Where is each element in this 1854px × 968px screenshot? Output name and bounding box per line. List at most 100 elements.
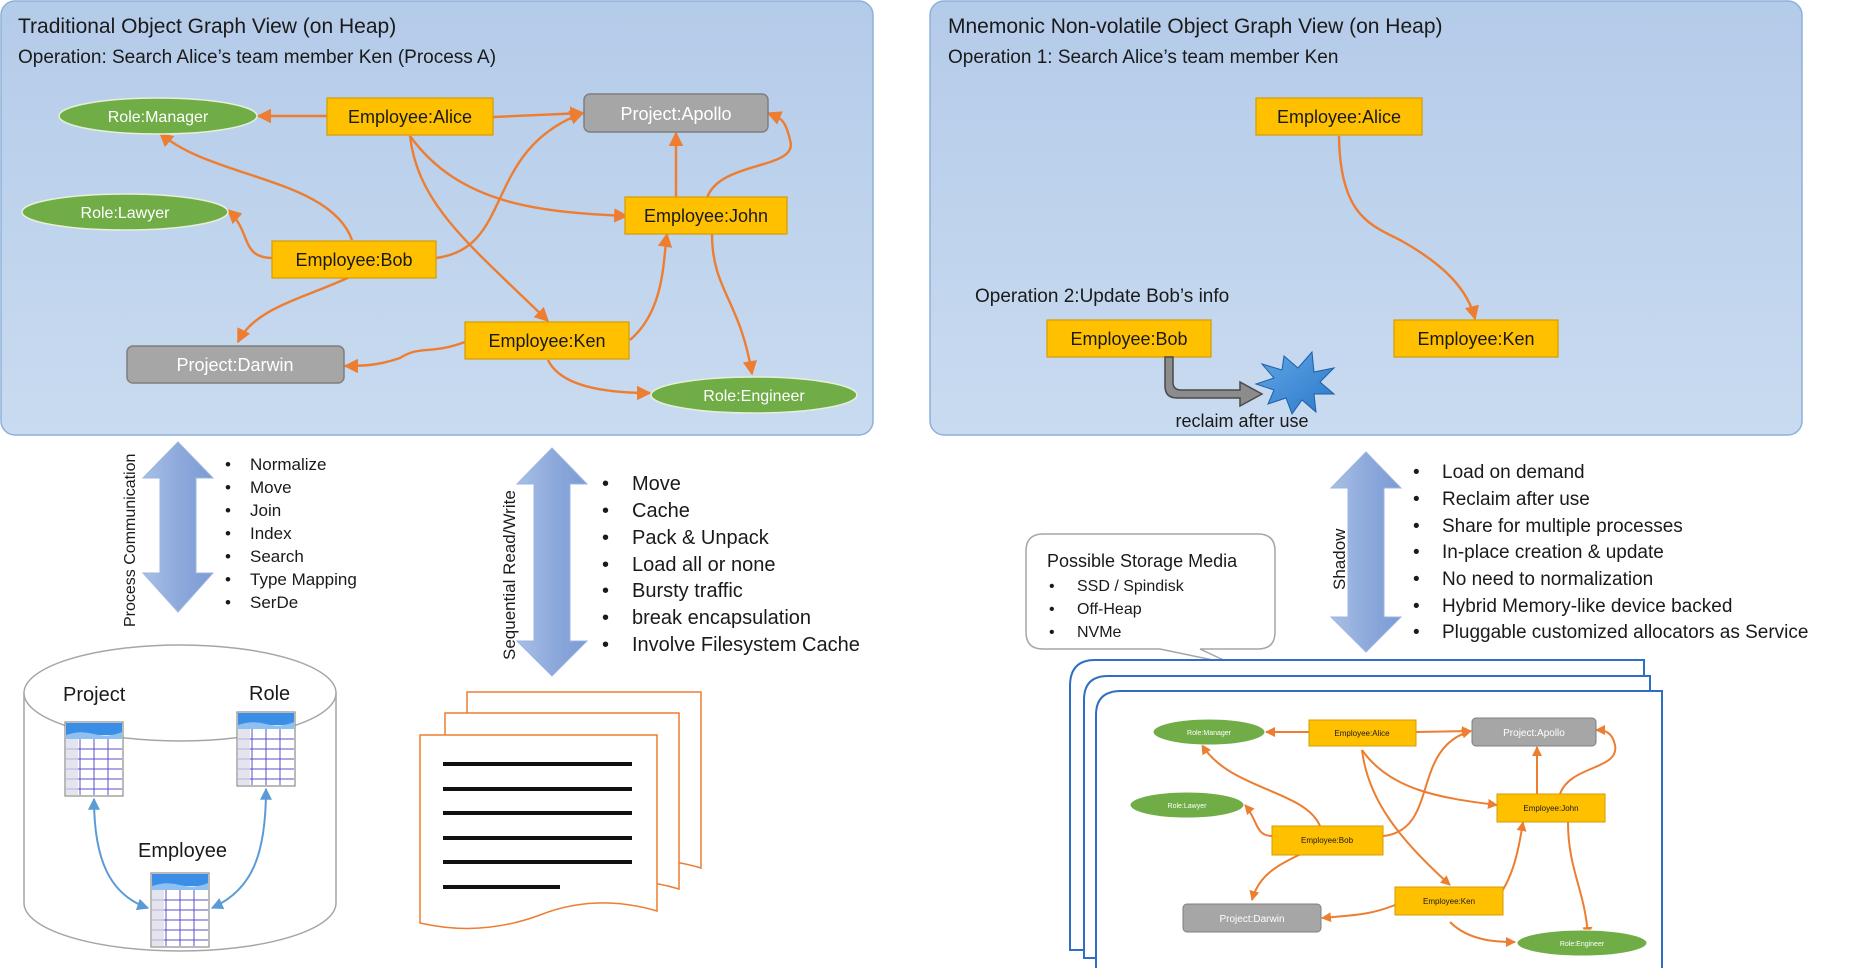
pc-item: Search	[250, 547, 304, 566]
svg-text:Project:Apollo: Project:Apollo	[620, 104, 731, 124]
node-project-apollo: Project:Apollo	[583, 93, 769, 133]
process-comm-arrow	[141, 441, 215, 613]
right-panel-subtitle: Operation 1: Search Alice’s team member …	[948, 47, 1338, 68]
db-employee-label: Employee	[138, 840, 227, 862]
edge-alice-apollo	[492, 106, 585, 121]
db-project-label: Project	[63, 684, 126, 706]
srw-item: Cache	[632, 500, 690, 522]
svg-text:•: •	[225, 478, 231, 497]
svg-text:Role:Lawyer: Role:Lawyer	[81, 205, 171, 222]
node-employee-alice: Employee:Alice	[326, 97, 494, 136]
svg-text:•: •	[1049, 624, 1055, 641]
mini-graph-edges	[1201, 725, 1617, 947]
edge-bob-manager	[158, 132, 354, 241]
shadow-arrow	[1329, 451, 1403, 653]
reclaim-label: reclaim after use	[1175, 411, 1308, 431]
left-panel-subtitle: Operation: Search Alice’s team member Ke…	[18, 47, 496, 68]
svg-text:Employee:Ken: Employee:Ken	[1423, 897, 1475, 906]
svg-text:Employee:Ken: Employee:Ken	[488, 331, 605, 351]
svg-text:•: •	[225, 547, 231, 566]
document-stack	[419, 691, 702, 930]
mini-role-lawyer: Role:Lawyer	[1129, 791, 1245, 819]
node-employee-ken: Employee:Ken	[464, 321, 630, 360]
svg-text:Employee:John: Employee:John	[1523, 804, 1578, 813]
table-icon-employee	[150, 872, 210, 948]
svg-text:Employee:Alice: Employee:Alice	[348, 107, 472, 127]
svg-text:•: •	[225, 593, 231, 612]
svg-text:Employee:Alice: Employee:Alice	[1277, 107, 1401, 127]
svg-text:•: •	[602, 473, 609, 495]
mini-employee-alice: Employee:Alice	[1308, 719, 1417, 747]
document-lines	[443, 762, 632, 889]
svg-text:Project:Apollo: Project:Apollo	[1503, 728, 1565, 739]
srw-item: Bursty traffic	[632, 580, 743, 602]
svg-text:Role:Engineer: Role:Engineer	[1560, 941, 1605, 948]
pc-item: Type Mapping	[250, 570, 357, 589]
srw-item: Move	[632, 473, 681, 495]
sh-item: Reclaim after use	[1442, 489, 1590, 510]
svg-text:Employee:Alice: Employee:Alice	[1334, 729, 1390, 738]
left-graph-edges	[158, 106, 792, 401]
sh-item: Load on demand	[1442, 462, 1585, 483]
op2-label: Operation 2:Update Bob’s info	[975, 286, 1229, 307]
pc-item: SerDe	[250, 593, 298, 612]
edge-bob-lawyer	[226, 209, 274, 260]
pc-item: Move	[250, 478, 292, 497]
svg-text:•: •	[1413, 542, 1420, 563]
storage-callout	[1025, 533, 1276, 665]
svg-text:Employee:Ken: Employee:Ken	[1417, 329, 1534, 349]
svg-text:•: •	[225, 501, 231, 520]
srw-item: Involve Filesystem Cache	[632, 634, 860, 656]
node-r-employee-ken: Employee:Ken	[1393, 319, 1559, 358]
process-comm-list: •Normalize •Move •Join •Index •Search •T…	[225, 455, 357, 612]
edge-ken-engineer	[546, 359, 652, 401]
edge-john-apollo-loop	[705, 111, 792, 199]
srw-item: Pack & Unpack	[632, 527, 770, 549]
sh-item: Hybrid Memory-like device backed	[1442, 596, 1732, 617]
edge-ken-darwin	[343, 340, 466, 374]
edge-ken-john	[629, 232, 673, 341]
svg-text:Employee:Bob: Employee:Bob	[295, 250, 412, 270]
bent-arrow	[1164, 356, 1264, 408]
seq-rw-label: Sequential Read/Write	[500, 490, 519, 660]
mini-employee-john: Employee:John	[1496, 793, 1606, 823]
edge-john-engineer	[710, 233, 758, 376]
svg-text:Employee:Bob: Employee:Bob	[1070, 329, 1187, 349]
process-comm-label: Process Communication	[122, 454, 139, 627]
sh-item: In-place creation & update	[1442, 542, 1664, 563]
pc-item: Index	[250, 524, 292, 543]
svg-text:•: •	[602, 607, 609, 629]
svg-text:Project:Darwin: Project:Darwin	[176, 355, 293, 375]
svg-text:•: •	[1413, 596, 1420, 617]
svg-text:Role:Engineer: Role:Engineer	[703, 388, 805, 405]
right-panel-title: Mnemonic Non-volatile Object Graph View …	[948, 15, 1443, 38]
shadow-list: •Load on demand •Reclaim after use •Shar…	[1413, 462, 1808, 643]
explosion-icon	[1254, 350, 1336, 416]
mini-graph-nodes: Role:Manager Employee:Alice Project:Apol…	[1129, 717, 1648, 957]
table-icon-project	[64, 721, 124, 797]
svg-text:•: •	[225, 570, 231, 589]
node-r-employee-alice: Employee:Alice	[1255, 97, 1423, 136]
svg-text:•: •	[1413, 516, 1420, 537]
mini-project-darwin: Project:Darwin	[1182, 903, 1322, 933]
svg-text:•: •	[602, 554, 609, 576]
sh-item: No need to normalization	[1442, 569, 1653, 590]
edge-alice-ken	[408, 135, 550, 323]
svg-text:•: •	[602, 580, 609, 602]
storage-item: Off-Heap	[1077, 601, 1142, 618]
svg-text:Role:Manager: Role:Manager	[1187, 730, 1232, 737]
svg-text:Role:Lawyer: Role:Lawyer	[1168, 803, 1208, 810]
shadow-label: Shadow	[1330, 528, 1349, 590]
pc-item: Join	[250, 501, 281, 520]
svg-text:Project:Darwin: Project:Darwin	[1219, 914, 1284, 925]
edge-alice-john	[409, 135, 629, 223]
left-panel-title: Traditional Object Graph View (on Heap)	[18, 15, 396, 38]
node-r-employee-bob: Employee:Bob	[1046, 319, 1212, 358]
svg-text:•: •	[1413, 489, 1420, 510]
storage-title: Possible Storage Media	[1047, 551, 1238, 571]
edge-bob-apollo	[435, 110, 585, 260]
edge-r-alice-ken	[1337, 135, 1479, 321]
srw-item: break encapsulation	[632, 607, 811, 629]
mini-role-manager: Role:Manager	[1152, 718, 1266, 746]
